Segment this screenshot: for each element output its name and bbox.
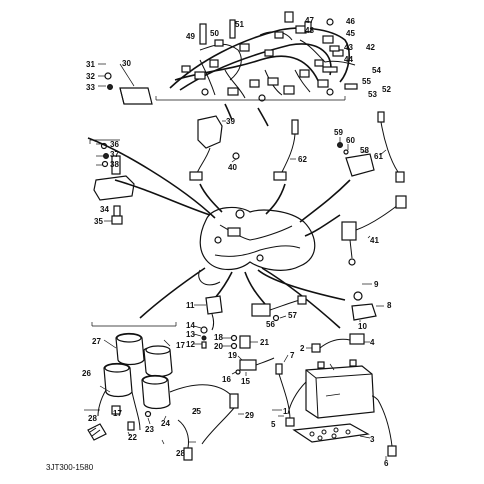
callout-14: 14 — [186, 321, 195, 330]
callout-6: 6 — [384, 459, 389, 468]
callout-44: 44 — [344, 55, 353, 64]
callout-51: 51 — [235, 20, 244, 29]
callout-25: 25 — [192, 407, 201, 416]
callout-50: 50 — [210, 29, 219, 38]
callout-32: 32 — [86, 72, 95, 81]
fasteners-18-21 — [222, 334, 258, 350]
relay-39 — [189, 115, 240, 181]
callout-38: 38 — [110, 160, 119, 169]
callout-18: 18 — [214, 333, 223, 342]
callout-3: 3 — [370, 435, 375, 444]
horn-8 — [351, 283, 384, 322]
callout-47: 47 — [305, 16, 314, 25]
callout-34: 34 — [100, 205, 109, 214]
callout-7: 7 — [290, 351, 295, 360]
callout-54: 54 — [372, 66, 381, 75]
callout-15: 15 — [241, 377, 250, 386]
callout-59: 59 — [334, 128, 343, 137]
callout-4: 4 — [370, 338, 375, 347]
lead-4 — [306, 333, 370, 353]
callout-26: 26 — [82, 369, 91, 378]
sensor-56 — [251, 295, 307, 322]
callout-62: 62 — [298, 155, 307, 164]
callout-22: 22 — [128, 433, 137, 442]
callout-39: 39 — [226, 117, 235, 126]
callout-49: 49 — [186, 32, 195, 41]
switch-11 — [194, 295, 223, 331]
callout-10: 10 — [358, 322, 367, 331]
callout-56: 56 — [266, 320, 275, 329]
callout-20: 20 — [214, 342, 223, 351]
callout-28: 28 — [88, 414, 97, 423]
callout-55: 55 — [362, 77, 371, 86]
diagram-code: 3JT300-1580 — [46, 463, 94, 472]
callout-labels: 1 2 3 4 5 6 7 8 9 10 11 12 13 14 15 16 1… — [82, 16, 392, 468]
callout-46: 46 — [346, 17, 355, 26]
callout-16: 16 — [222, 375, 231, 384]
callout-33: 33 — [86, 83, 95, 92]
lead-5 — [278, 381, 307, 417]
callout-43: 43 — [344, 43, 353, 52]
callout-19: 19 — [228, 351, 237, 360]
battery-tray-3 — [292, 423, 371, 443]
battery-1 — [305, 359, 375, 419]
callout-8: 8 — [387, 301, 392, 310]
callout-17b: 17 — [113, 409, 122, 418]
callout-40: 40 — [228, 163, 237, 172]
switch-41 — [341, 195, 407, 266]
callout-45: 45 — [346, 29, 355, 38]
lead-6 — [371, 395, 397, 460]
callout-11: 11 — [186, 301, 195, 310]
callout-9: 9 — [374, 280, 379, 289]
callout-5: 5 — [271, 420, 276, 429]
connector-lines — [87, 103, 351, 329]
fasteners-12-14 — [193, 325, 208, 349]
callout-52: 52 — [382, 85, 391, 94]
sensor-62 — [273, 119, 299, 181]
callout-53: 53 — [368, 90, 377, 99]
fasteners-22-28 — [84, 385, 197, 445]
callout-12: 12 — [186, 340, 195, 349]
callout-28b: 28 — [176, 449, 185, 458]
wire-7 — [272, 354, 295, 427]
callout-29: 29 — [245, 411, 254, 420]
callout-60: 60 — [346, 136, 355, 145]
callout-21: 21 — [260, 338, 269, 347]
callout-23: 23 — [145, 425, 154, 434]
callout-31: 31 — [86, 60, 95, 69]
flasher-58 — [337, 137, 375, 177]
ignition-coil-17 — [91, 322, 177, 431]
frame-center — [198, 206, 316, 286]
wire-harness — [155, 11, 358, 102]
callout-58: 58 — [360, 146, 369, 155]
callout-37: 37 — [110, 150, 119, 159]
callout-42: 42 — [366, 43, 375, 52]
callout-17: 17 — [176, 341, 185, 350]
callout-35: 35 — [94, 217, 103, 226]
callout-1: 1 — [283, 407, 288, 416]
relay-30 — [98, 63, 153, 105]
callout-57: 57 — [288, 311, 297, 320]
wire-61 — [377, 111, 405, 183]
callout-13: 13 — [186, 330, 195, 339]
callout-24: 24 — [161, 419, 170, 428]
callout-36: 36 — [110, 140, 119, 149]
callout-41: 41 — [370, 236, 379, 245]
callout-27: 27 — [92, 337, 101, 346]
callout-48: 48 — [305, 26, 314, 35]
plug-lead-29 — [169, 384, 244, 461]
callout-61: 61 — [374, 152, 383, 161]
callout-30: 30 — [122, 59, 131, 68]
callout-2: 2 — [300, 344, 305, 353]
sensor-15 — [231, 355, 275, 376]
